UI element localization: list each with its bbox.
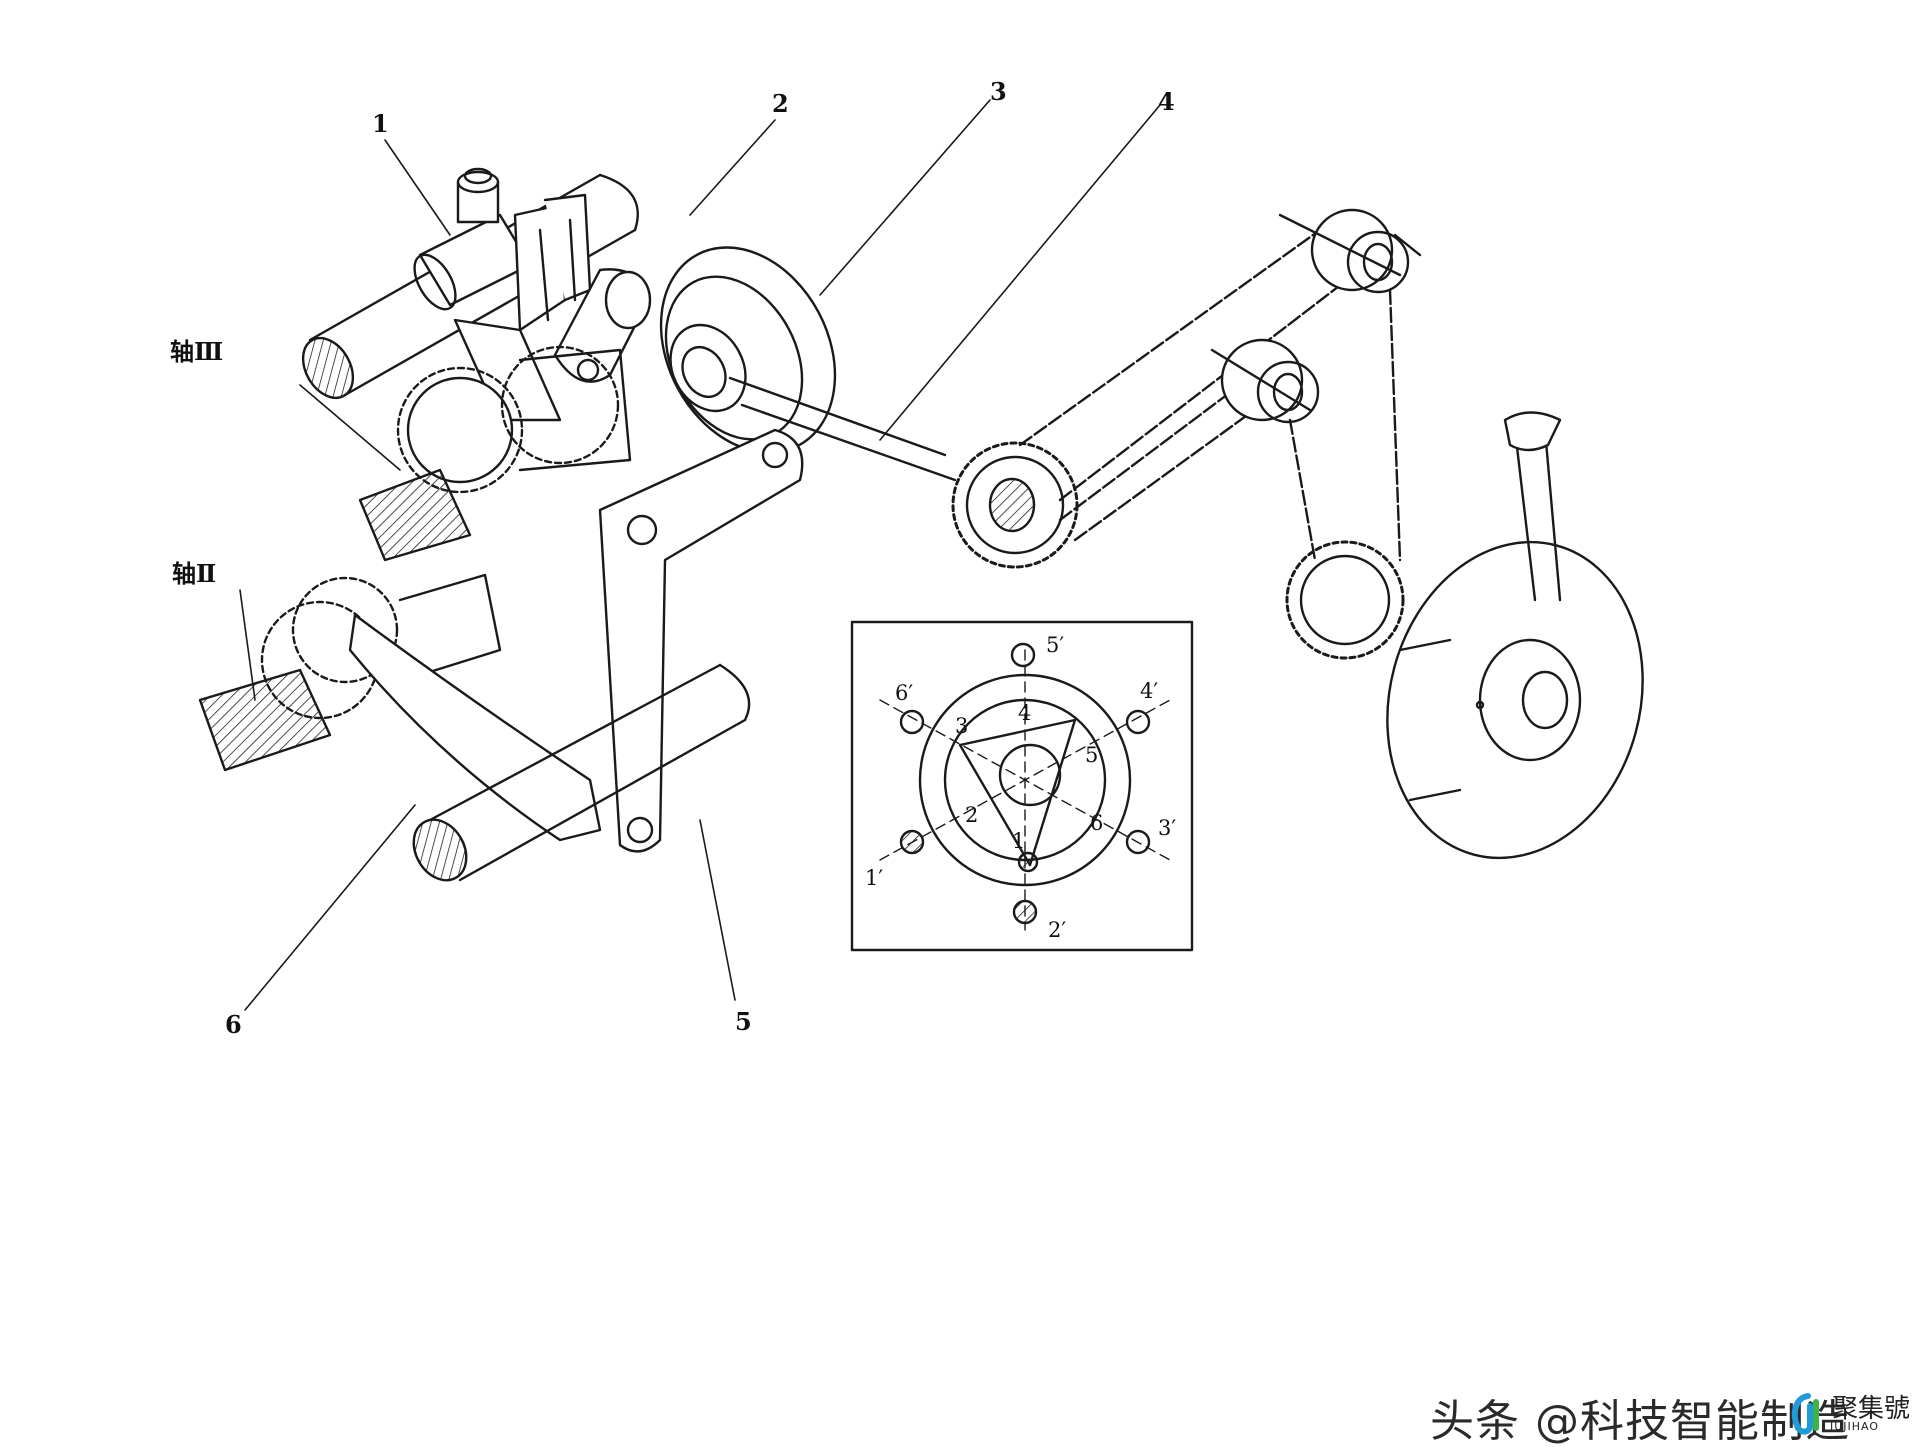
label-5: 5 [735,1007,752,1036]
leader-lines [239,99,1161,1011]
inset-label-4p: 4′ [1140,679,1158,703]
logo-mark-icon [1791,1393,1819,1435]
lower-shaft [412,663,751,882]
inset-panel [850,620,1194,952]
sprocket-handwheel [1285,540,1405,660]
inset-label-6p: 6′ [895,681,913,705]
idler-sprocket-lower [1210,338,1320,424]
l-lever-5 [598,428,804,853]
label-4: 4 [1158,87,1175,116]
inset-labels: 1 2 3 4 5 6 1′ 2′ 3′ 4′ 5′ 6′ [865,633,1176,942]
inset-label-3p: 3′ [1158,816,1176,840]
fork-bracket [453,193,592,422]
logo-cn-text: 聚集號 [1832,1394,1911,1424]
logo-en-text: JUJIHAO [1830,1420,1880,1433]
label-3: 3 [990,77,1007,106]
long-shaft-4 [728,376,957,482]
label-2: 2 [772,89,789,118]
label-6: 6 [225,1010,242,1039]
inset-label-3: 3 [955,714,968,738]
label-shaft-3: 轴Ⅲ [170,337,223,366]
part-labels: 1 2 3 4 5 6 轴Ⅲ 轴Ⅱ [170,77,1175,1039]
gear-shaft-2 [198,573,502,772]
inset-label-6: 6 [1090,811,1103,835]
label-1: 1 [372,109,389,138]
inset-label-2p: 2′ [1048,918,1066,942]
handwheel [1386,411,1644,860]
watermark-text: 头条 @科技智能制造 [1430,1396,1850,1447]
idler-sprocket-upper [1278,208,1422,294]
inset-label-4: 4 [1018,701,1031,725]
inset-label-1: 1 [1012,829,1025,853]
sprocket-4 [951,441,1079,569]
lever-6 [348,613,602,842]
inset-label-5: 5 [1085,743,1098,767]
label-shaft-2: 轴Ⅱ [172,559,216,588]
inset-label-5p: 5′ [1046,633,1064,657]
inset-label-2: 2 [965,803,978,827]
gear-shaft-3 [358,345,632,562]
collar-1 [413,167,532,311]
brand-logo: 聚集號 JUJIHAO [1780,1388,1915,1438]
inset-label-1p: 1′ [865,866,883,890]
